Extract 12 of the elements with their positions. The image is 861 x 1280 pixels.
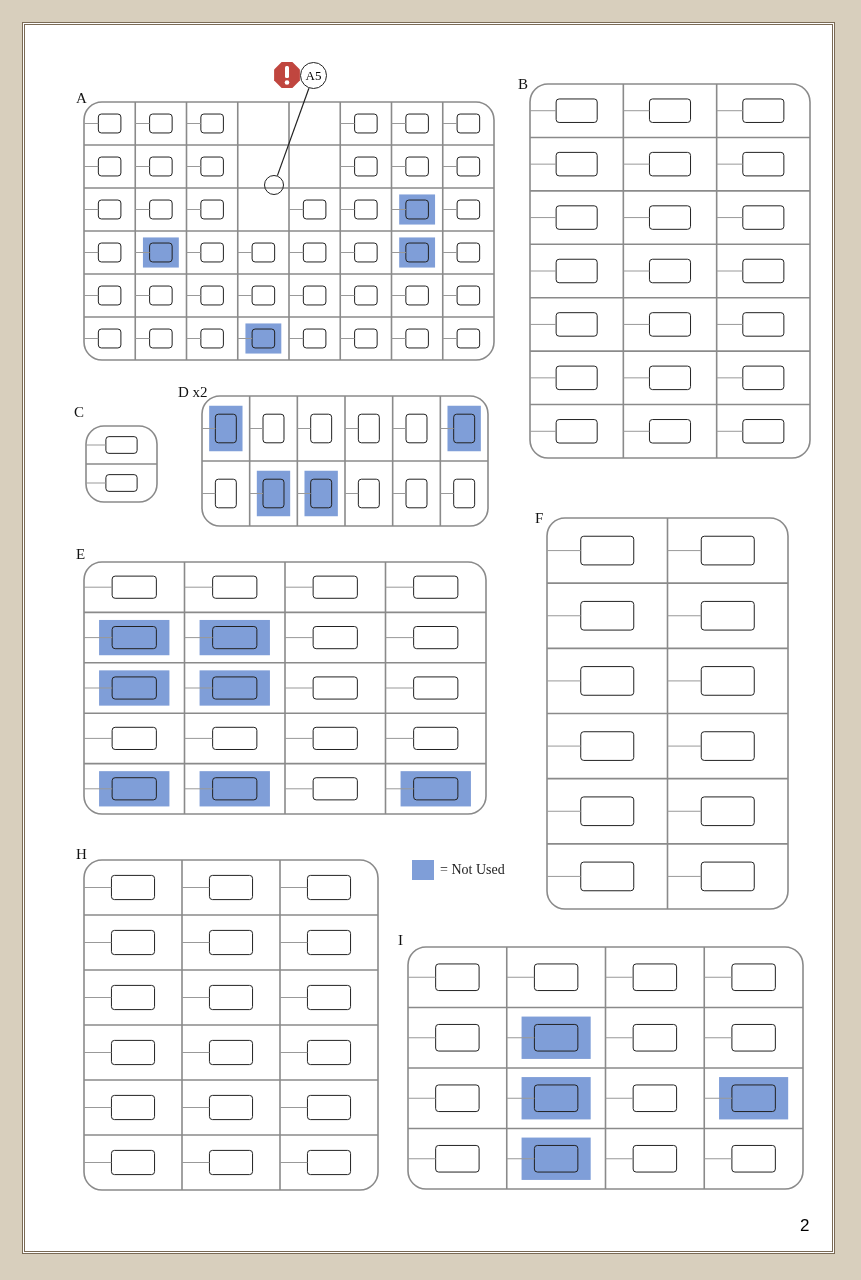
page-number: 2 xyxy=(800,1216,810,1236)
leader-line xyxy=(276,87,310,177)
sprue-letter: C xyxy=(74,404,84,421)
sprue-letter: E xyxy=(76,546,86,563)
sprue-letter: D x2 xyxy=(178,384,208,401)
sprue-letter: I xyxy=(398,932,403,949)
legend-text: = Not Used xyxy=(440,862,505,878)
sprue-letter: A xyxy=(76,90,87,107)
sprue-letter: B xyxy=(518,76,528,93)
sprue-letter: F xyxy=(535,510,544,527)
sprue-frame xyxy=(74,404,159,504)
sprue-letter: H xyxy=(76,846,87,863)
